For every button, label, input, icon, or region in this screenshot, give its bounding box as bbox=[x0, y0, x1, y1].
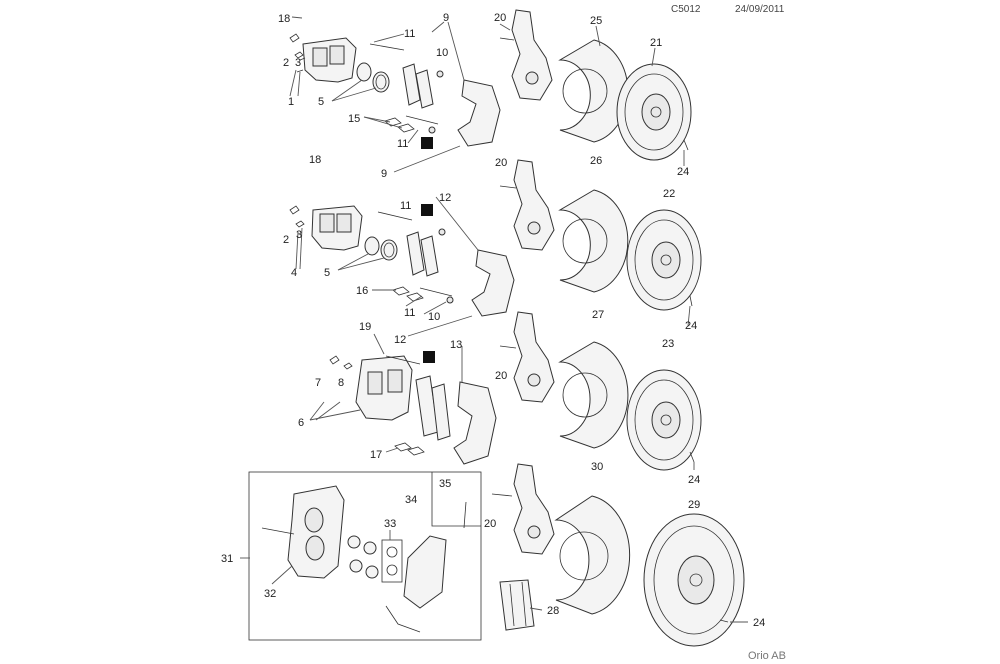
callout-label: 31 bbox=[221, 553, 233, 565]
callout-label: 22 bbox=[663, 188, 675, 200]
callout-label: 19 bbox=[359, 321, 371, 333]
callout-label: 32 bbox=[264, 588, 276, 600]
kit-frame bbox=[248, 471, 482, 641]
callout-label: 26 bbox=[590, 155, 602, 167]
callout-label: 35 bbox=[439, 478, 451, 490]
callout-label: 25 bbox=[590, 15, 602, 27]
callout-label: 24 bbox=[677, 166, 689, 178]
callout-label: 28 bbox=[547, 605, 559, 617]
callout-label: 24 bbox=[685, 320, 697, 332]
callout-label: 30 bbox=[591, 461, 603, 473]
caliper-assembly-4 bbox=[248, 463, 745, 647]
footer-credit: Orio AB bbox=[748, 650, 786, 662]
callout-labels: 18 9 20 25 21 11 10 2 3 1 5 15 11 9 24 1… bbox=[221, 12, 765, 629]
callout-label: 7 bbox=[315, 377, 321, 389]
callout-label: 27 bbox=[592, 309, 604, 321]
callout-label: 11 bbox=[404, 28, 415, 40]
callout-label: 5 bbox=[318, 96, 324, 108]
callout-label: 2 bbox=[283, 57, 289, 69]
leader-lines bbox=[240, 16, 748, 623]
callout-label: 24 bbox=[688, 474, 700, 486]
callout-label: 2 bbox=[283, 234, 289, 246]
callout-label: 20 bbox=[495, 157, 507, 169]
callout-label: 29 bbox=[688, 499, 700, 511]
callout-label: 34 bbox=[405, 494, 417, 506]
callout-label: 4 bbox=[291, 267, 297, 279]
callout-label: 11 bbox=[400, 200, 411, 212]
callout-label: 20 bbox=[495, 370, 507, 382]
caliper-assembly-3 bbox=[329, 311, 702, 471]
callout-label: 18 bbox=[278, 13, 290, 25]
callout-label: 6 bbox=[298, 417, 304, 429]
callout-label: 3 bbox=[295, 57, 301, 69]
callout-label: 24 bbox=[753, 617, 765, 629]
caliper-assembly-2 bbox=[289, 159, 702, 317]
callout-label: 15 bbox=[348, 113, 360, 125]
callout-label: 8 bbox=[338, 377, 344, 389]
callout-label: 9 bbox=[443, 12, 449, 24]
diagram-code: C5012 bbox=[671, 4, 701, 15]
callout-label: 16 bbox=[356, 285, 368, 297]
callout-label: 23 bbox=[662, 338, 674, 350]
callout-label: 21 bbox=[650, 37, 662, 49]
callout-label: 13 bbox=[450, 339, 462, 351]
callout-label: 9 bbox=[381, 168, 387, 180]
callout-label: 20 bbox=[494, 12, 506, 24]
callout-label: 17 bbox=[370, 449, 382, 461]
callout-label: 11 bbox=[397, 138, 408, 150]
callout-label: 11 bbox=[404, 307, 415, 319]
callout-label: 20 bbox=[484, 518, 496, 530]
callout-label: 12 bbox=[439, 192, 451, 204]
callout-label: 10 bbox=[428, 311, 440, 323]
callout-label: 3 bbox=[296, 229, 302, 241]
callout-label: 12 bbox=[394, 334, 406, 346]
callout-label: 10 bbox=[436, 47, 448, 59]
diagram-date: 24/09/2011 bbox=[735, 4, 785, 15]
caliper-assembly-1 bbox=[289, 9, 692, 161]
callout-label: 5 bbox=[324, 267, 330, 279]
callout-label: 1 bbox=[288, 96, 294, 108]
callout-label: 33 bbox=[384, 518, 396, 530]
callout-label: 18 bbox=[309, 154, 321, 166]
